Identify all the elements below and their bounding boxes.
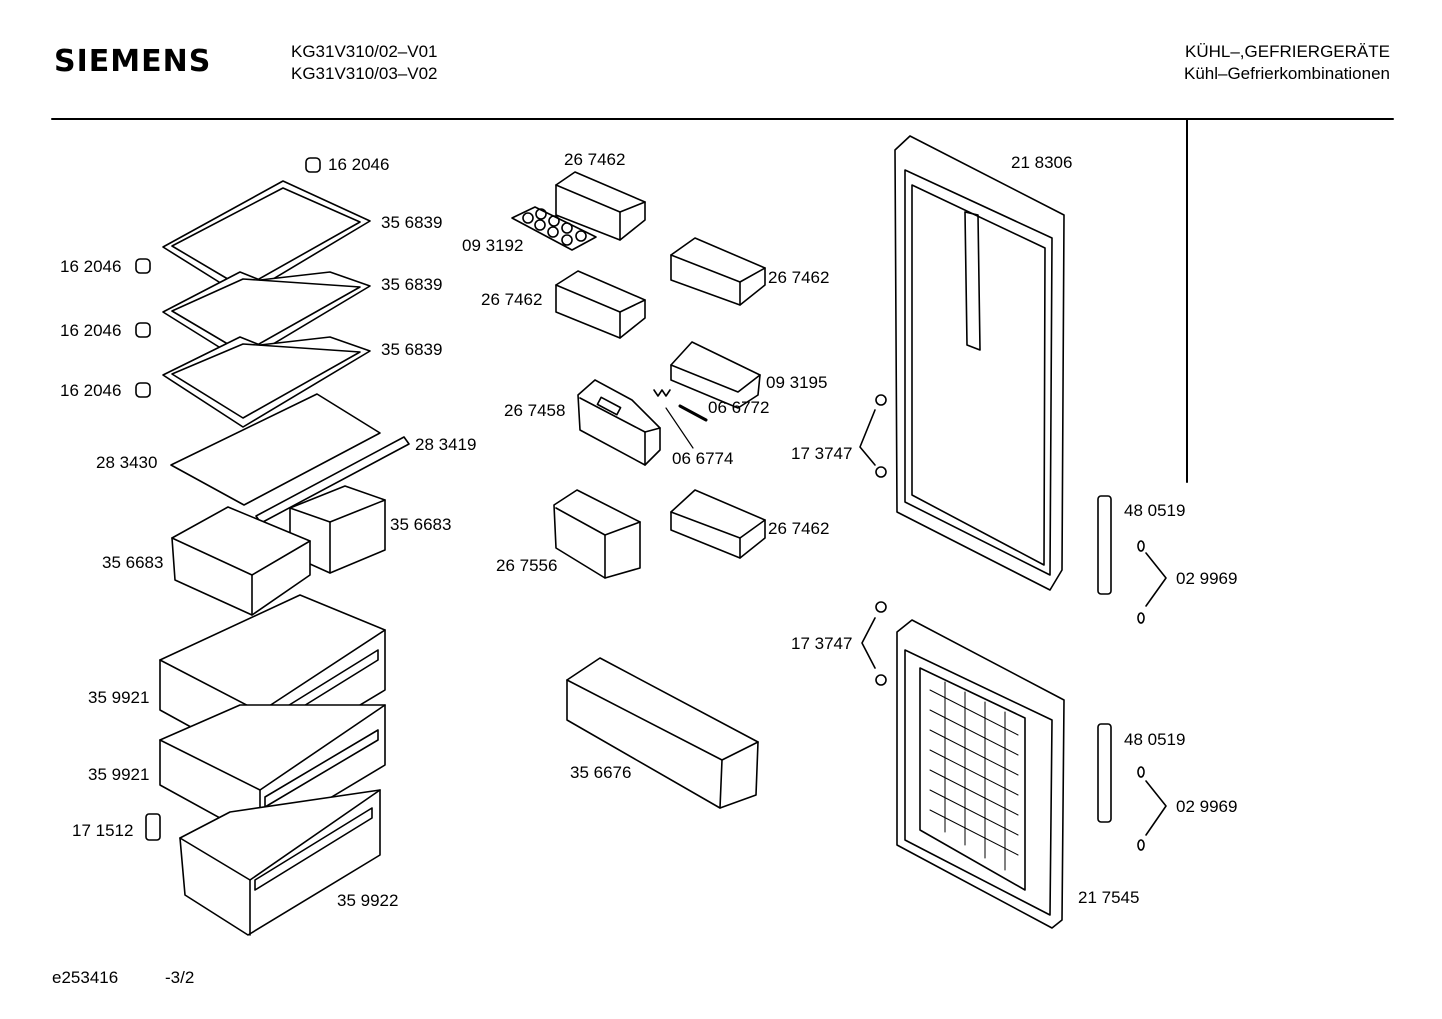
brand-logo: SIEMENS <box>54 44 212 79</box>
dairy-compartment <box>577 379 661 466</box>
part-label: 02 9969 <box>1176 797 1238 816</box>
small-drawer-right <box>289 485 386 574</box>
screw-group-2 <box>861 601 887 686</box>
part-label: 02 9969 <box>1176 569 1238 588</box>
part-label: 16 2046 <box>60 257 122 276</box>
bottle-shelf <box>566 657 759 809</box>
part-label: 48 0519 <box>1124 730 1186 749</box>
part-label: 35 6676 <box>570 763 632 782</box>
part-label: 26 7462 <box>768 268 830 287</box>
glass-shelf-3 <box>162 336 371 428</box>
part-label: 26 7556 <box>496 556 558 575</box>
category-title: KÜHL–,GEFRIERGERÄTE <box>1185 42 1390 61</box>
cap-group-1 <box>1137 540 1167 624</box>
part-label: 35 6839 <box>381 275 443 294</box>
part-label: 28 3419 <box>415 435 477 454</box>
hinge-spring <box>653 389 671 397</box>
door-bin-4 <box>670 341 761 409</box>
drawer-handle-clip <box>145 813 161 841</box>
part-label: 16 2046 <box>60 321 122 340</box>
part-label: 09 3192 <box>462 236 524 255</box>
freezer-door <box>896 619 1065 929</box>
part-label: 48 0519 <box>1124 501 1186 520</box>
part-label: 06 6774 <box>672 449 734 468</box>
shelf-clip-3 <box>135 382 151 398</box>
fridge-door <box>894 135 1065 591</box>
subcategory-title: Kühl–Gefrierkombinationen <box>1183 64 1390 83</box>
door-bin-2 <box>670 237 766 306</box>
document-id: e253416 <box>52 968 119 987</box>
door-handle-1 <box>1097 495 1112 595</box>
freezer-door-vent-pattern <box>929 681 1019 871</box>
shelf-clip-1 <box>135 258 151 274</box>
model-number-1: KG31V310/02–V01 <box>291 42 438 61</box>
part-label: 21 8306 <box>1011 153 1073 172</box>
part-label: 35 9921 <box>88 765 150 784</box>
screw-group-1 <box>859 394 887 478</box>
part-label: 16 2046 <box>60 381 122 400</box>
part-label: 35 6839 <box>381 213 443 232</box>
part-label: 17 3747 <box>791 634 853 653</box>
part-label: 35 6683 <box>102 553 164 572</box>
model-number-2: KG31V310/03–V02 <box>291 64 438 83</box>
door-bin-1 <box>555 171 646 241</box>
part-label: 06 6772 <box>708 398 770 417</box>
part-label: 35 9921 <box>88 688 150 707</box>
part-label: 26 7462 <box>481 290 543 309</box>
part-label: 35 6683 <box>390 515 452 534</box>
part-label: 21 7545 <box>1078 888 1140 907</box>
part-label: 09 3195 <box>766 373 828 392</box>
freezer-drawer <box>179 789 381 936</box>
part-label: 16 2046 <box>328 155 390 174</box>
crisper-drawer-2 <box>159 704 386 841</box>
door-handle-2 <box>1097 723 1112 823</box>
part-label: 28 3430 <box>96 453 158 472</box>
part-label: 26 7458 <box>504 401 566 420</box>
part-label: 26 7462 <box>768 519 830 538</box>
hinge-pin <box>678 404 708 422</box>
part-label: 35 6839 <box>381 340 443 359</box>
glass-plate <box>170 393 381 506</box>
door-bin-6 <box>670 489 766 559</box>
part-label: 17 1512 <box>72 821 134 840</box>
part-label: 35 9922 <box>337 891 399 910</box>
door-bin-3 <box>555 270 646 339</box>
part-label: 26 7462 <box>564 150 626 169</box>
glass-shelf-1 <box>162 180 371 298</box>
page-number: -3/2 <box>165 968 195 987</box>
egg-tray <box>511 206 597 251</box>
shelf-clip-2 <box>135 322 151 338</box>
small-drawer-left <box>171 506 311 616</box>
cap-group-2 <box>1137 766 1167 851</box>
door-bin-5 <box>553 489 641 579</box>
part-label: 17 3747 <box>791 444 853 463</box>
leader-066774 <box>665 407 694 449</box>
shelf-clip-top <box>305 157 321 173</box>
